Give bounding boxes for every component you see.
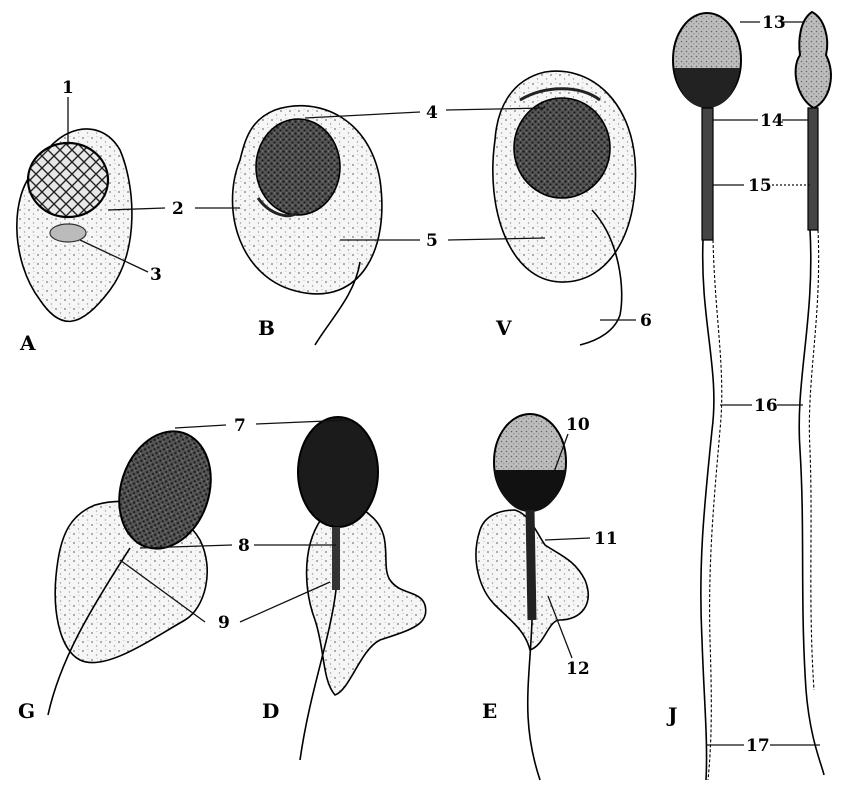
cell-e <box>476 414 588 780</box>
label-15: 15 <box>748 176 772 196</box>
label-13: 13 <box>762 13 786 33</box>
label-17: 17 <box>746 736 770 756</box>
mature-sperm-j-front <box>673 13 741 780</box>
panel-label-j: J <box>666 703 677 727</box>
label-3: 3 <box>150 265 162 285</box>
panel-label-v: V <box>495 316 512 340</box>
label-8: 8 <box>238 536 250 556</box>
label-10: 10 <box>566 415 590 435</box>
label-7: 7 <box>234 416 246 436</box>
centrosome-a <box>50 224 86 242</box>
nucleus-b <box>256 119 340 215</box>
panel-label-b: B <box>258 316 275 340</box>
label-9: 9 <box>218 613 230 633</box>
nucleus-v <box>514 98 610 198</box>
panel-label-d: D <box>262 699 279 723</box>
number-labels: 1 2 3 4 5 6 7 8 9 10 11 12 13 14 15 16 1… <box>62 13 786 756</box>
label-2: 2 <box>172 199 184 219</box>
cell-b <box>233 106 382 345</box>
label-11: 11 <box>594 529 618 549</box>
mature-sperm-j-side <box>796 12 831 775</box>
cell-v <box>493 71 636 345</box>
label-12: 12 <box>566 659 590 679</box>
label-4: 4 <box>426 103 438 123</box>
label-14: 14 <box>760 111 784 131</box>
label-1: 1 <box>62 78 74 98</box>
cell-a <box>17 129 132 321</box>
cell-d <box>298 417 426 760</box>
panel-label-e: E <box>482 699 497 723</box>
panel-label-g: G <box>18 699 35 723</box>
label-5: 5 <box>426 231 438 251</box>
nucleus-d <box>298 417 378 527</box>
panel-label-a: A <box>19 331 36 355</box>
label-6: 6 <box>640 311 652 331</box>
cell-g <box>48 419 225 715</box>
midpiece-e <box>530 510 532 620</box>
head-e-dark <box>494 470 566 512</box>
nucleus-a <box>28 143 108 217</box>
label-16: 16 <box>754 396 778 416</box>
